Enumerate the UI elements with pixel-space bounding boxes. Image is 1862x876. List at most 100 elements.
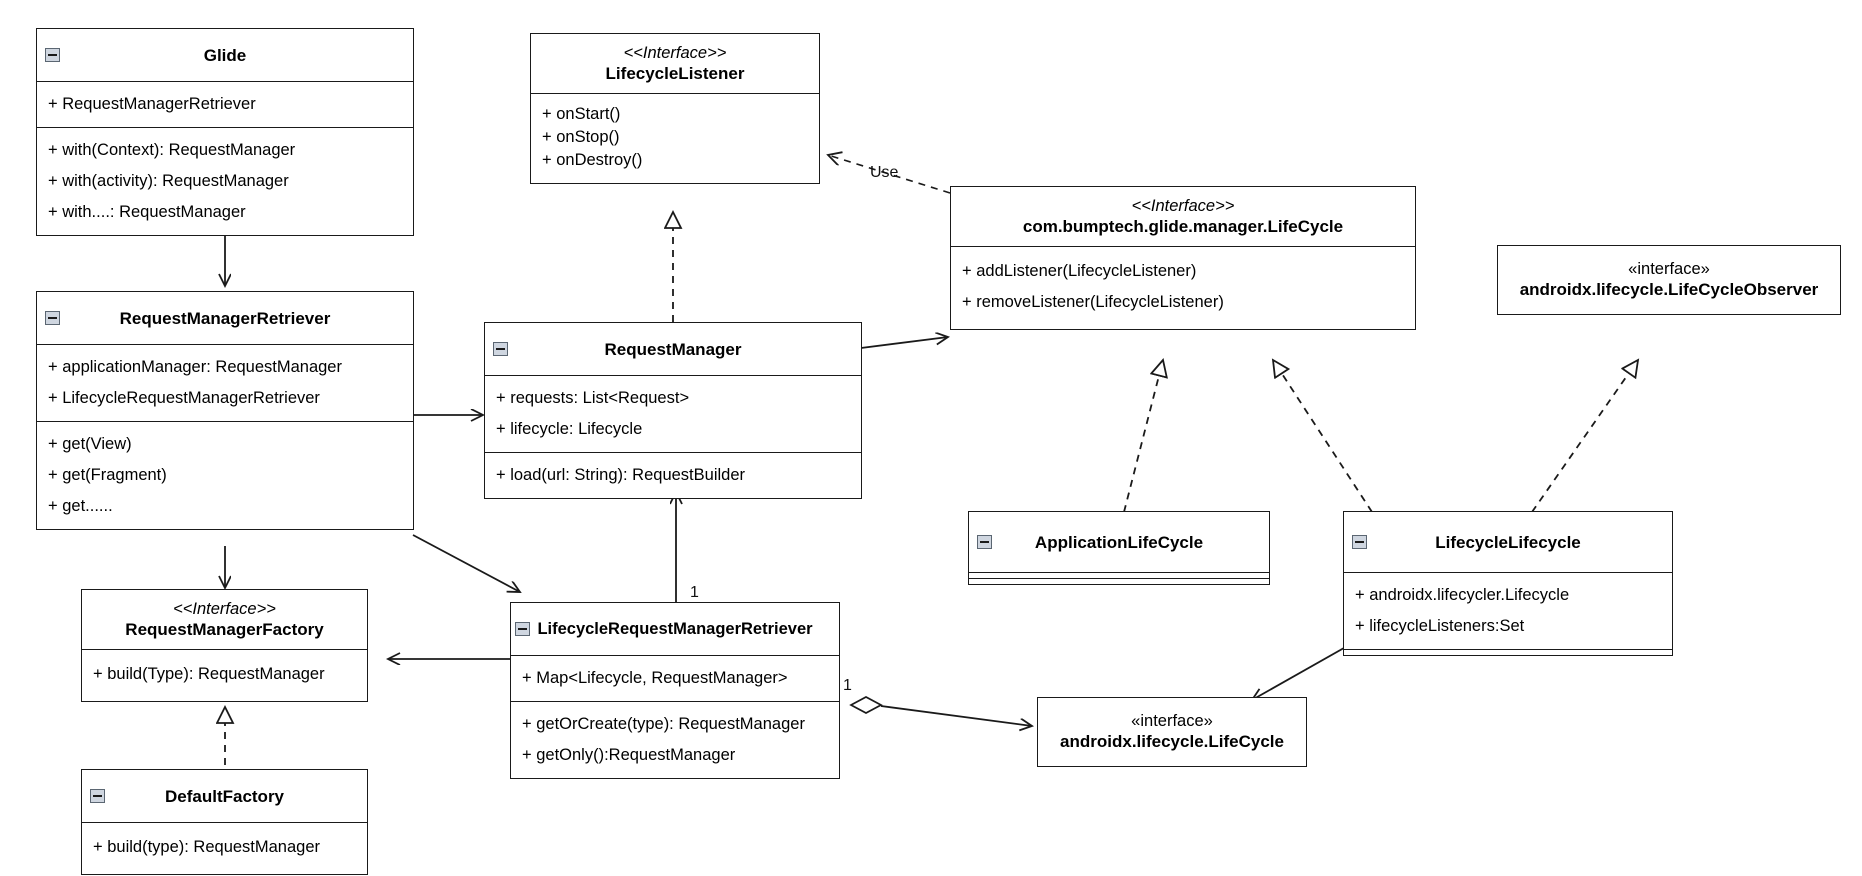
class-name: ApplicationLifeCycle [1034, 532, 1204, 552]
class-header-request-manager-factory: <<Interface>> RequestManagerFactory [82, 590, 367, 649]
class-stereotype: <<Interface>> [173, 600, 276, 618]
operation-compartment: + build(type): RequestManager [82, 822, 367, 874]
operation-row: + onStop() [542, 128, 620, 146]
class-box-default-factory[interactable]: DefaultFactory + build(type): RequestMan… [81, 769, 368, 875]
edge-aggregation-to-androidx-lifecycle: 1 [843, 677, 1032, 726]
class-box-lifecycle-request-manager-retriever[interactable]: LifecycleRequestManagerRetriever + Map<L… [510, 602, 840, 779]
class-header-request-manager: RequestManager [485, 323, 861, 375]
operation-row: + build(type): RequestManager [93, 838, 321, 856]
class-box-lifecycle-listener[interactable]: <<Interface>> LifecycleListener + onStar… [530, 33, 820, 184]
operation-row: + getOnly():RequestManager [522, 746, 736, 764]
empty-operation-compartment [1344, 649, 1672, 655]
class-header-application-lifecycle: ApplicationLifeCycle [969, 512, 1269, 572]
empty-operation-compartment [969, 578, 1269, 584]
attribute-compartment: + Map<Lifecycle, RequestManager> [511, 655, 839, 701]
class-header-lifecycle-lifecycle: LifecycleLifecycle [1344, 512, 1672, 572]
class-name: LifecycleRequestManagerRetriever [537, 619, 813, 638]
edge-lifecyclelifecycle-to-androidx-lifecycle [1252, 643, 1352, 700]
class-name: androidx.lifecycle.LifeCycle [1060, 732, 1284, 751]
collapse-minus-icon[interactable] [45, 48, 60, 62]
class-box-request-manager-retriever[interactable]: RequestManagerRetriever + applicationMan… [36, 291, 414, 530]
class-header-glide: Glide [37, 29, 413, 81]
attribute-compartment: + androidx.lifecycler.Lifecycle + lifecy… [1344, 572, 1672, 649]
operation-compartment: + load(url: String): RequestBuilder [485, 452, 861, 498]
edge-lifecyclelifecycle-realizes-observer [1531, 360, 1638, 513]
operation-row: + removeListener(LifecycleListener) [962, 293, 1224, 311]
attribute-compartment: + applicationManager: RequestManager + L… [37, 344, 413, 421]
edge-applicationlifecycle-realizes-glidelifecycle [1123, 360, 1163, 513]
class-name: RequestManager [604, 339, 742, 359]
attribute-row: + applicationManager: RequestManager [48, 358, 342, 376]
class-box-request-manager-factory[interactable]: <<Interface>> RequestManagerFactory + bu… [81, 589, 368, 702]
attribute-compartment: + RequestManagerRetriever [37, 81, 413, 127]
operation-compartment: + addListener(LifecycleListener) + remov… [951, 246, 1415, 329]
operation-compartment: + get(View) + get(Fragment) + get...... [37, 421, 413, 529]
edge-label-use: Use [870, 164, 899, 181]
collapse-minus-icon[interactable] [977, 535, 992, 549]
attribute-row: + requests: List<Request> [496, 389, 690, 407]
collapse-minus-icon[interactable] [515, 622, 530, 636]
operation-compartment: + getOrCreate(type): RequestManager + ge… [511, 701, 839, 778]
edge-retriever-to-lifecycleretriever [412, 534, 520, 592]
operation-compartment: + with(Context): RequestManager + with(a… [37, 127, 413, 235]
collapse-minus-icon[interactable] [45, 311, 60, 325]
edge-requestmanager-to-glidelifecycle [860, 337, 948, 349]
edge-label-multiplicity-aggregation: 1 [843, 677, 852, 694]
attribute-row: + lifecycle: Lifecycle [496, 420, 643, 438]
attribute-row: + LifecycleRequestManagerRetriever [48, 389, 320, 407]
class-name: RequestManagerRetriever [119, 308, 331, 328]
class-header-default-factory: DefaultFactory [82, 770, 367, 822]
class-name: DefaultFactory [164, 786, 285, 806]
class-name: Glide [203, 45, 247, 65]
attribute-compartment: + requests: List<Request> + lifecycle: L… [485, 375, 861, 452]
class-box-glide-lifecycle[interactable]: <<Interface>> com.bumptech.glide.manager… [950, 186, 1416, 330]
operation-row: + load(url: String): RequestBuilder [496, 466, 745, 484]
operation-row: + getOrCreate(type): RequestManager [522, 715, 805, 733]
class-header-lifecycle-request-manager-retriever: LifecycleRequestManagerRetriever [511, 603, 839, 655]
class-box-application-lifecycle[interactable]: ApplicationLifeCycle [968, 511, 1270, 585]
operation-row: + with(activity): RequestManager [48, 172, 289, 190]
operation-row: + onStart() [542, 105, 621, 123]
operation-row: + addListener(LifecycleListener) [962, 262, 1197, 280]
class-box-lifecycle-observer[interactable]: «interface» androidx.lifecycle.LifeCycle… [1497, 245, 1841, 315]
operation-row: + get(Fragment) [48, 466, 167, 484]
empty-attribute-compartment [969, 572, 1269, 578]
operation-row: + with(Context): RequestManager [48, 141, 296, 159]
class-name: com.bumptech.glide.manager.LifeCycle [1022, 217, 1344, 236]
class-box-lifecycle-lifecycle[interactable]: LifecycleLifecycle + androidx.lifecycler… [1343, 511, 1673, 656]
edge-label-multiplicity-request-manager: 1 [690, 584, 699, 601]
attribute-row: + Map<Lifecycle, RequestManager> [522, 669, 788, 687]
class-name: androidx.lifecycle.LifeCycleObserver [1519, 280, 1819, 299]
edge-lifecycle-uses-lifecyclelistener: Use [828, 155, 951, 194]
class-stereotype: <<Interface>> [1131, 197, 1235, 215]
class-header-lifecycle-listener: <<Interface>> LifecycleListener [531, 34, 819, 93]
class-header-androidx-lifecycle: «interface» androidx.lifecycle.LifeCycle [1038, 698, 1306, 766]
operation-row: + with....: RequestManager [48, 203, 246, 221]
edge-lifecycleretriever-to-requestmanager: 1 [676, 492, 699, 603]
operation-compartment: + build(Type): RequestManager [82, 649, 367, 701]
class-name: RequestManagerFactory [125, 620, 324, 639]
class-box-androidx-lifecycle[interactable]: «interface» androidx.lifecycle.LifeCycle [1037, 697, 1307, 767]
edge-lifecyclelifecycle-realizes-glidelifecycle [1273, 360, 1373, 513]
operation-row: + get(View) [48, 435, 132, 453]
collapse-minus-icon[interactable] [90, 789, 105, 803]
attribute-row: + androidx.lifecycler.Lifecycle [1355, 586, 1570, 604]
class-box-glide[interactable]: Glide + RequestManagerRetriever + with(C… [36, 28, 414, 236]
class-header-lifecycle-observer: «interface» androidx.lifecycle.LifeCycle… [1498, 246, 1840, 314]
class-name: LifecycleListener [605, 64, 745, 83]
operation-row: + onDestroy() [542, 151, 643, 169]
class-header-glide-lifecycle: <<Interface>> com.bumptech.glide.manager… [951, 187, 1415, 246]
class-header-request-manager-retriever: RequestManagerRetriever [37, 292, 413, 344]
class-stereotype: «interface» [1628, 260, 1710, 278]
operation-row: + build(Type): RequestManager [93, 665, 325, 683]
class-stereotype: «interface» [1131, 712, 1213, 730]
operation-row: + get...... [48, 497, 113, 515]
attribute-row: + RequestManagerRetriever [48, 95, 256, 113]
class-stereotype: <<Interface>> [623, 44, 727, 62]
class-box-request-manager[interactable]: RequestManager + requests: List<Request>… [484, 322, 862, 499]
operation-compartment: + onStart() + onStop() + onDestroy() [531, 93, 819, 183]
collapse-minus-icon[interactable] [1352, 535, 1367, 549]
attribute-row: + lifecycleListeners:Set [1355, 617, 1525, 635]
collapse-minus-icon[interactable] [493, 342, 508, 356]
